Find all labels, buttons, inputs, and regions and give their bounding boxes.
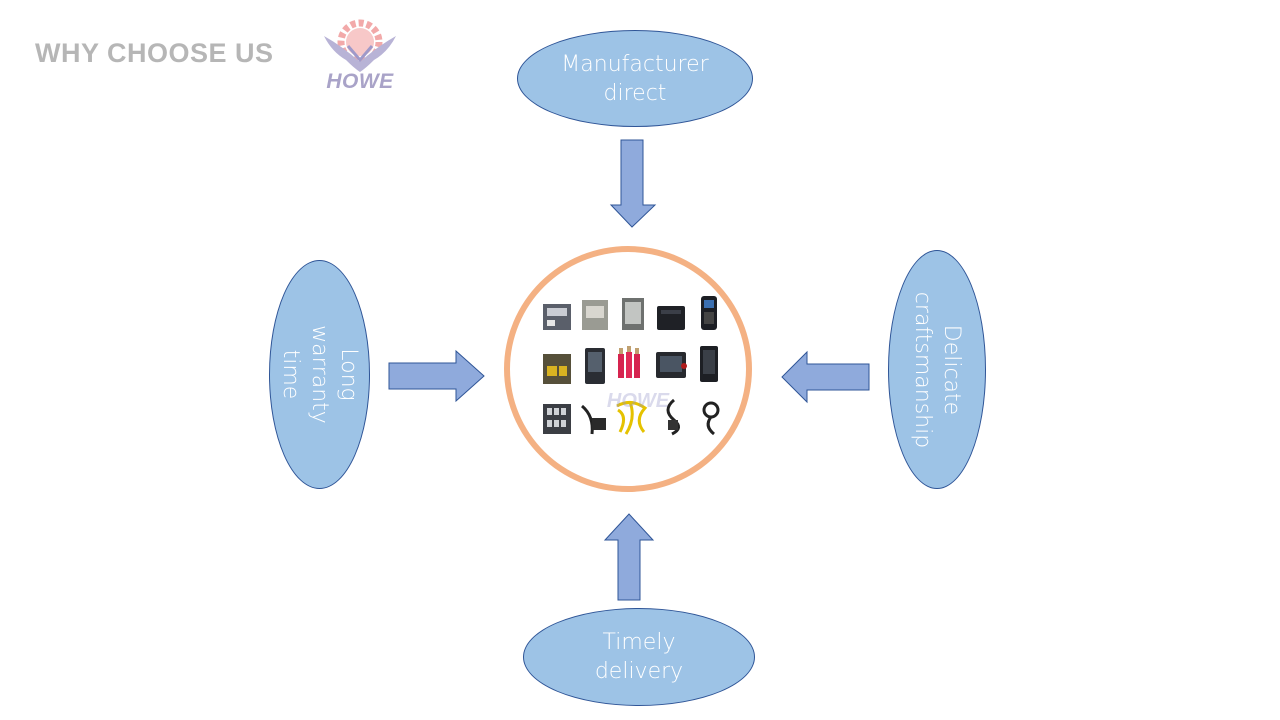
- arrow-up-icon: [603, 513, 655, 601]
- monitor-display-icon: [656, 352, 687, 378]
- ellipse-label-right: Delicate craftsmanship: [910, 291, 964, 448]
- sensor-cable-icon: [702, 401, 720, 436]
- gear-icon: [337, 19, 383, 65]
- controller-box-icon: [622, 298, 644, 330]
- wiring-harness-icon: [616, 401, 648, 435]
- switch-panel-icon: [543, 404, 571, 434]
- ellipse-timely-delivery: Timely delivery: [523, 608, 755, 706]
- ellipse-manufacturer-direct: Manufacturer direct: [517, 30, 753, 127]
- ellipse-label-left: Long warranty time: [278, 325, 361, 424]
- sensor-cable-icon: [580, 404, 606, 435]
- ecu-unit-icon: [657, 306, 685, 330]
- arrow-left-icon: [781, 350, 870, 404]
- controller-box-icon: [582, 300, 608, 330]
- ellipse-label-top: Manufacturer direct: [561, 51, 709, 106]
- sensor-cable-icon: [666, 398, 680, 436]
- wings-icon: [324, 36, 396, 72]
- control-module-icon: [543, 354, 571, 384]
- collage-watermark: HOWE: [606, 390, 670, 412]
- controller-box-icon: [543, 304, 571, 330]
- howe-logo: [324, 19, 396, 72]
- arrow-right-icon: [388, 349, 485, 403]
- ellipse-delicate-craftsmanship: Delicate craftsmanship: [888, 250, 986, 489]
- fuel-injectors-icon: [618, 346, 640, 378]
- logo-text: HOWE: [326, 70, 394, 93]
- handheld-tester-icon: [701, 296, 717, 330]
- product-collage: HOWE: [536, 290, 730, 448]
- page-title: WHY CHOOSE US: [35, 38, 274, 68]
- ellipse-long-warranty: Long warranty time: [269, 260, 370, 489]
- phone-device-icon: [585, 348, 605, 384]
- tablet-device-icon: [700, 346, 718, 382]
- ellipse-label-bottom: Timely delivery: [594, 630, 684, 684]
- arrow-down-icon: [609, 139, 657, 228]
